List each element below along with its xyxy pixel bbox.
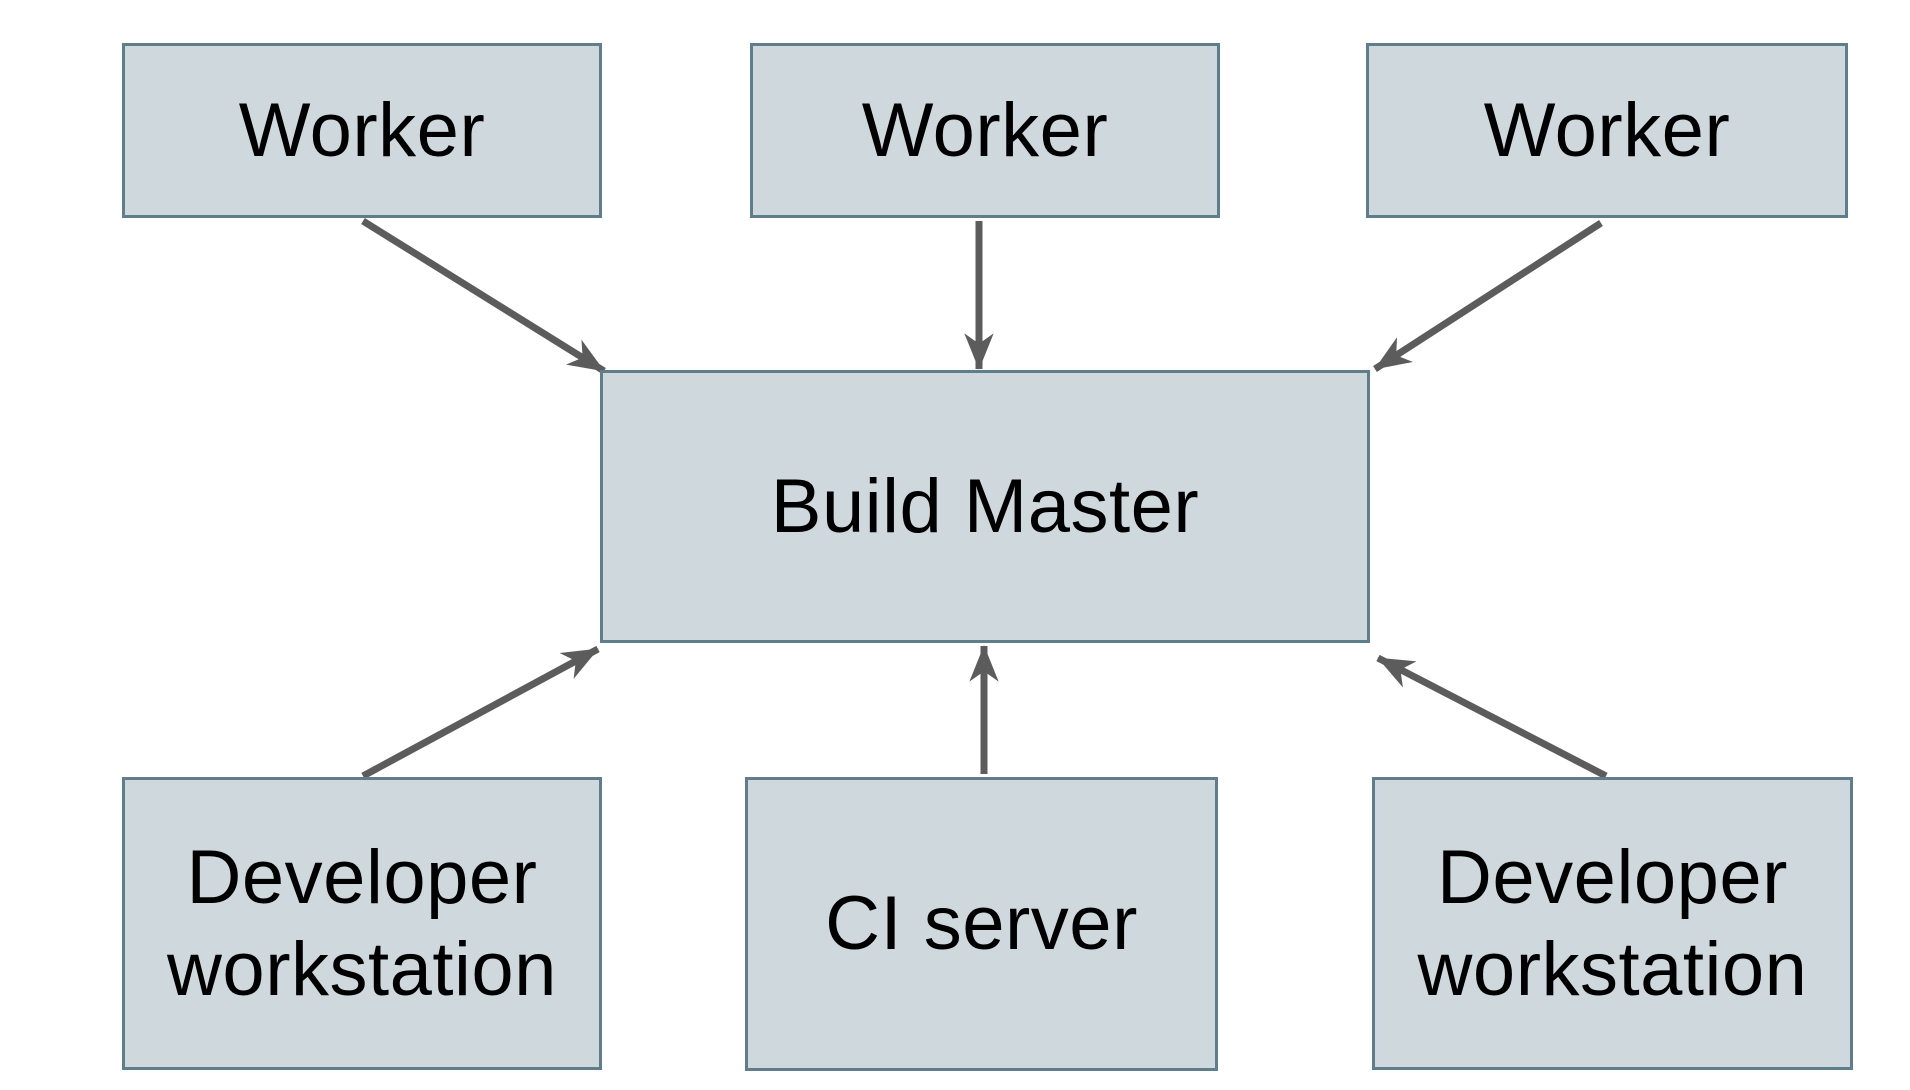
- node-ci-server: CI server: [745, 777, 1218, 1071]
- node-developer-workstation-left: Developer workstation: [122, 777, 602, 1070]
- node-worker-1: Worker: [122, 43, 602, 218]
- arrow-worker-1-to-build-master: [361, 218, 606, 374]
- arrow-worker-3-to-build-master: [1373, 220, 1603, 372]
- node-worker-3: Worker: [1366, 43, 1848, 218]
- arrow-developer-workstation-right-to-build-master: [1376, 654, 1608, 780]
- arrow-developer-workstation-left-to-build-master: [361, 645, 600, 780]
- node-worker-2: Worker: [750, 43, 1220, 218]
- node-developer-workstation-right: Developer workstation: [1372, 777, 1853, 1070]
- node-build-master: Build Master: [600, 370, 1370, 643]
